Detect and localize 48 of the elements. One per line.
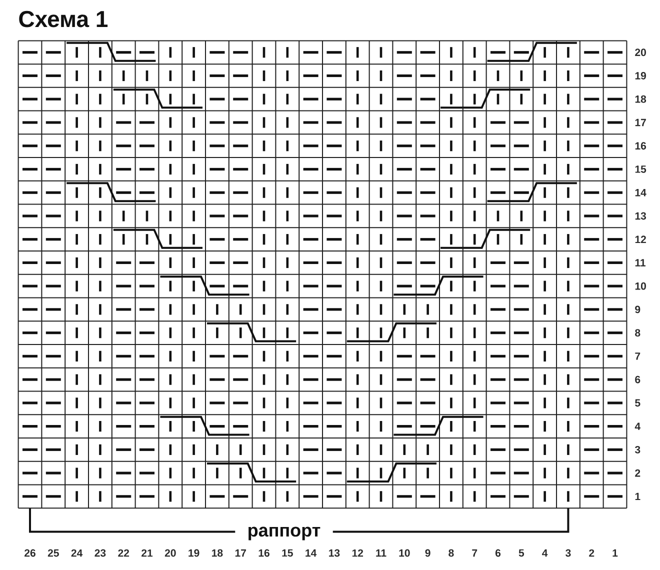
row-number: 15 <box>635 166 646 173</box>
row-number: 16 <box>635 142 646 150</box>
column-number: 23 <box>94 549 106 557</box>
column-number: 18 <box>212 549 223 557</box>
column-number: 4 <box>542 549 548 557</box>
row-number: 2 <box>635 469 640 477</box>
row-number: 6 <box>635 376 640 384</box>
column-number: 14 <box>306 549 317 557</box>
column-number: 11 <box>376 549 386 557</box>
column-number: 1 <box>612 549 618 557</box>
column-number: 13 <box>329 549 340 557</box>
row-number: 1 <box>635 492 640 500</box>
column-number: 9 <box>425 549 430 557</box>
row-number: 10 <box>635 282 646 290</box>
row-number: 17 <box>635 118 646 126</box>
row-number: 9 <box>635 306 640 314</box>
column-number: 10 <box>399 549 410 557</box>
column-number: 2 <box>589 549 594 557</box>
row-number: 20 <box>635 48 646 56</box>
column-number: 3 <box>566 549 571 557</box>
column-number: 15 <box>282 549 293 557</box>
column-number: 21 <box>142 549 153 557</box>
row-number: 3 <box>634 446 640 454</box>
row-number: 5 <box>635 399 640 407</box>
column-number: 7 <box>472 549 478 557</box>
chart-title: Схема 1 <box>19 10 108 28</box>
column-number: 24 <box>71 549 83 557</box>
column-number: 8 <box>448 549 454 557</box>
row-number: 12 <box>635 236 646 243</box>
row-number: 13 <box>635 212 646 220</box>
repeat-label: раппорт <box>248 526 320 540</box>
row-number: 8 <box>635 329 640 337</box>
column-number: 25 <box>48 549 59 557</box>
row-number: 11 <box>635 259 646 266</box>
column-number: 17 <box>235 549 246 557</box>
row-number: 4 <box>634 422 640 430</box>
column-number: 5 <box>518 549 524 557</box>
column-number: 26 <box>24 549 36 557</box>
row-number: 18 <box>635 95 646 103</box>
column-number: 22 <box>118 549 130 557</box>
column-number: 6 <box>495 549 501 557</box>
row-number: 7 <box>635 352 640 360</box>
row-number: 14 <box>635 189 646 196</box>
column-number: 19 <box>188 549 200 557</box>
column-number: 20 <box>164 549 176 557</box>
column-number: 12 <box>352 549 364 557</box>
column-number: 16 <box>258 549 270 557</box>
row-number: 19 <box>635 72 646 80</box>
